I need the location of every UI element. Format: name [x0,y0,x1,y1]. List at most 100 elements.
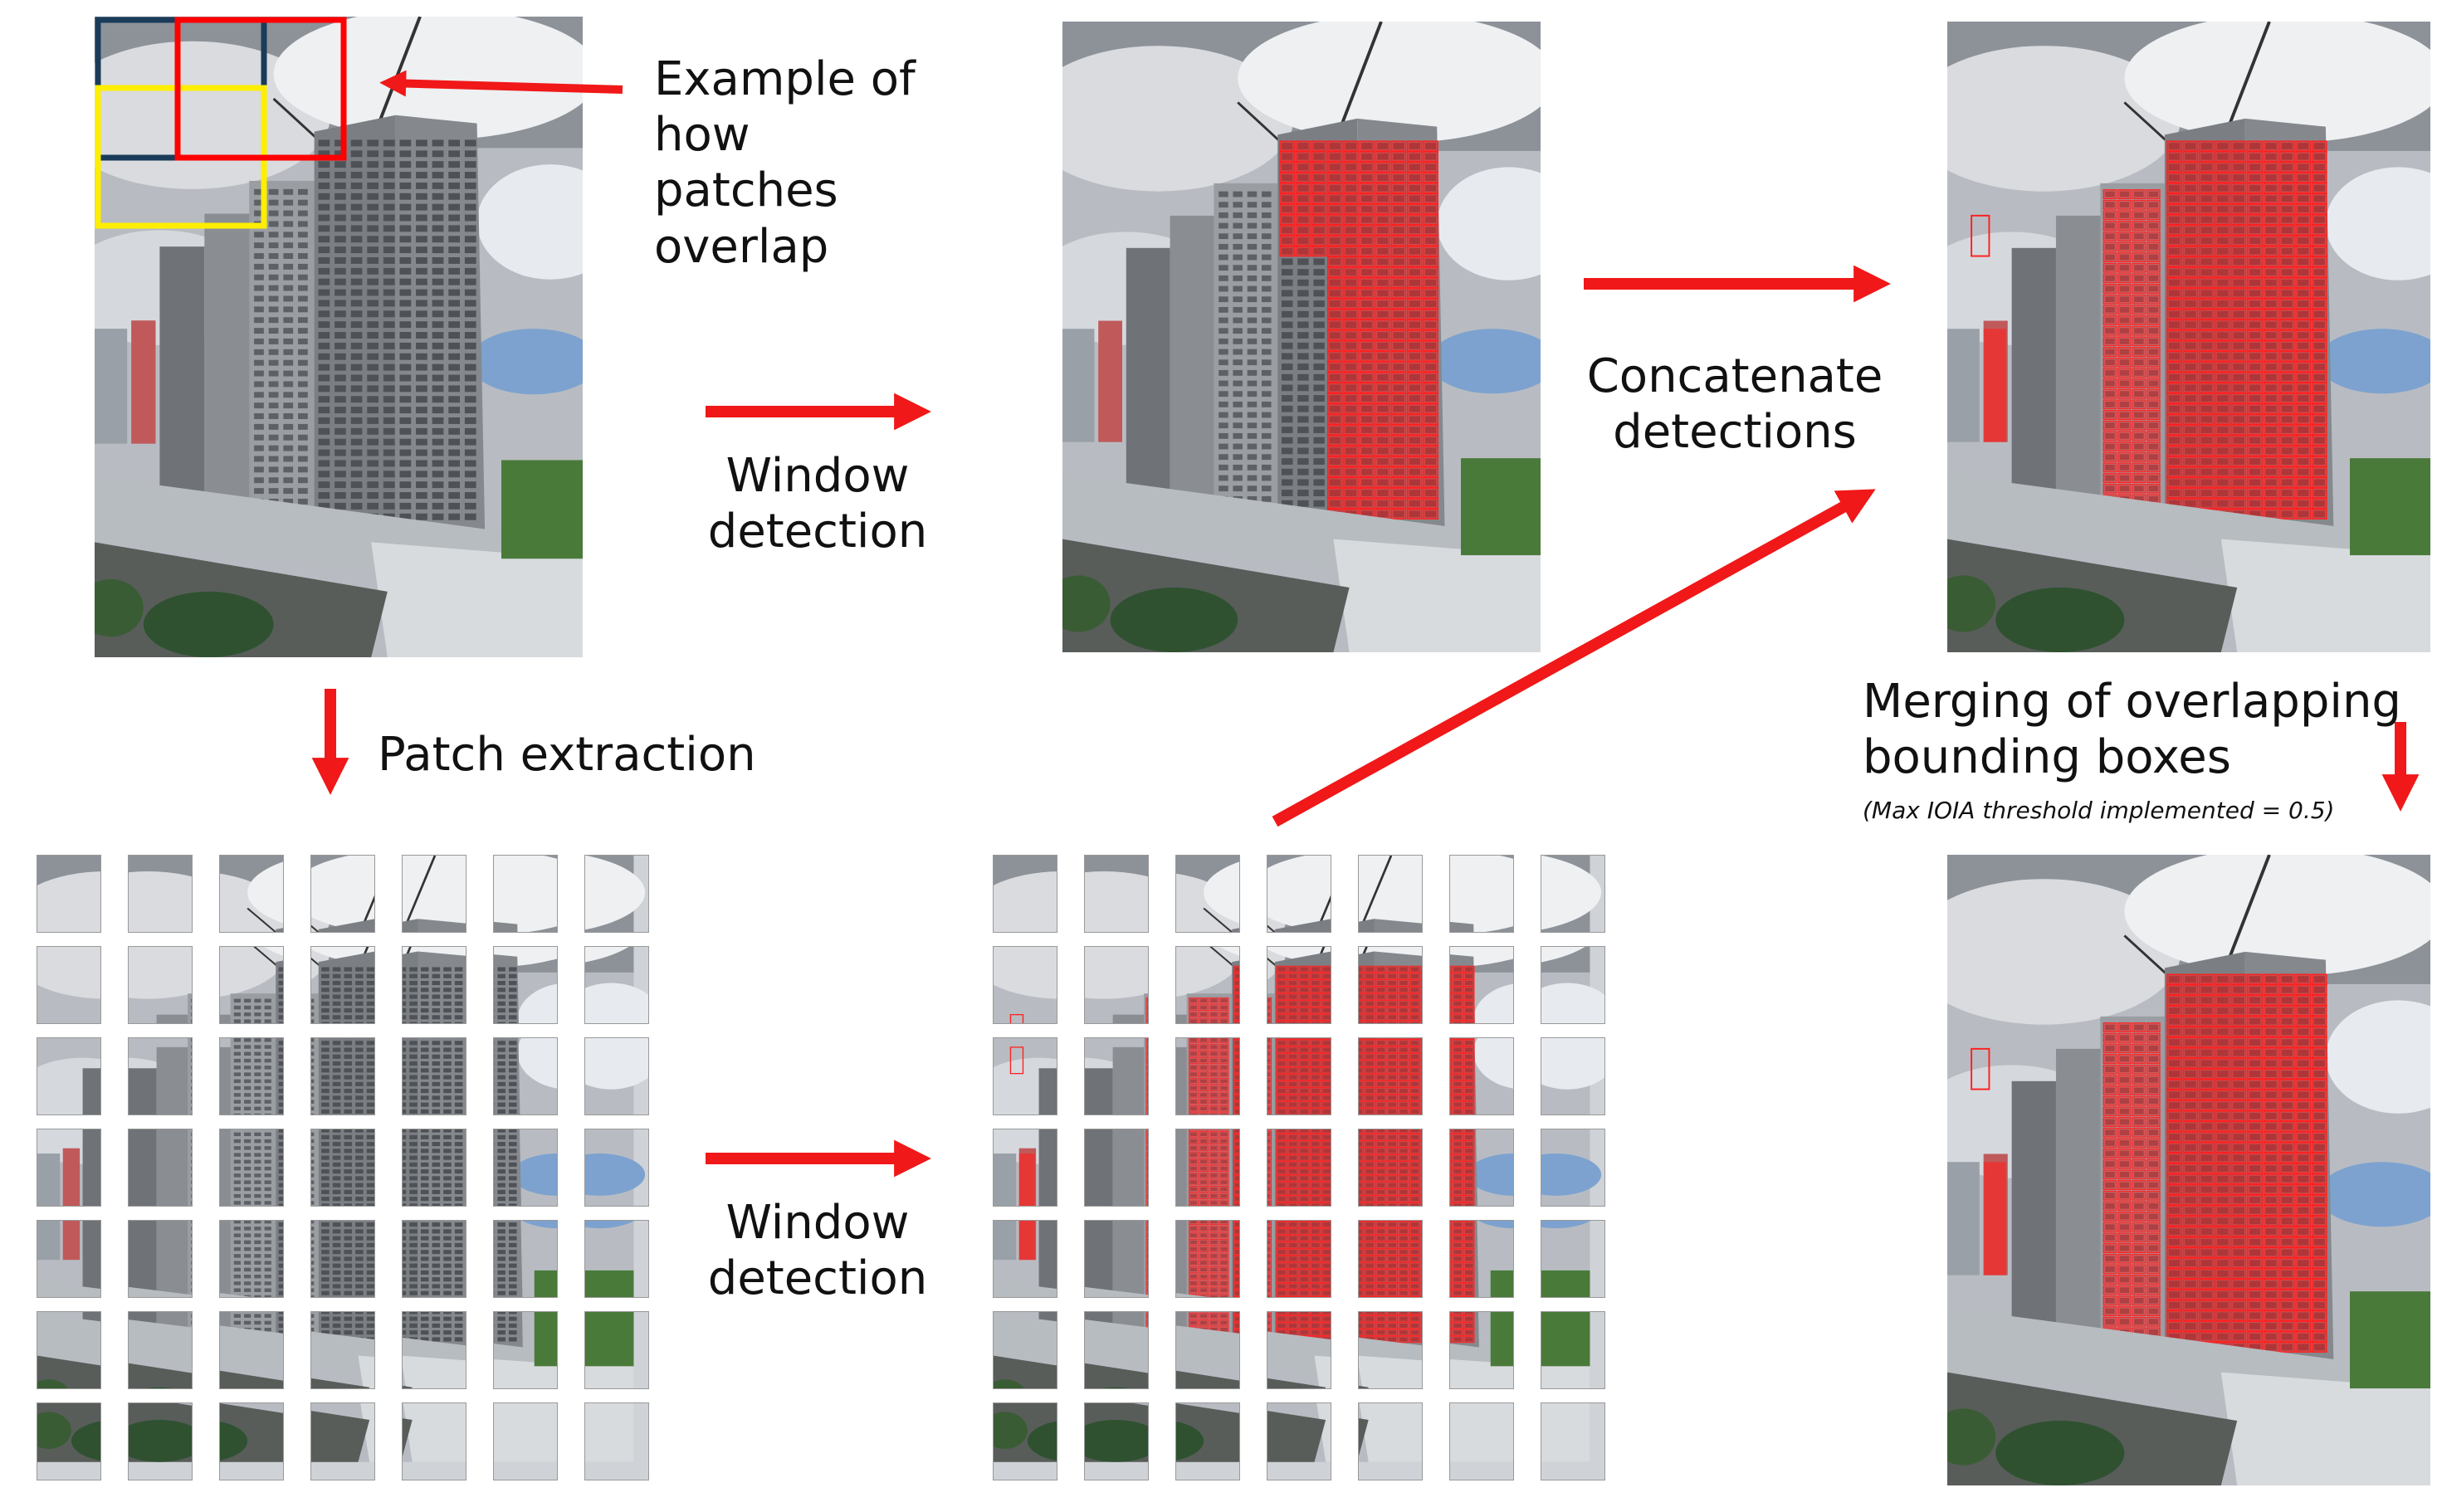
patch-tile [128,1037,193,1115]
patch-tile [128,1311,193,1389]
detected-patch-tile [1175,1037,1240,1115]
detected-patch-tile [1084,1220,1149,1298]
detected-patch-tile [1084,1037,1149,1115]
patch-tile [310,1129,375,1207]
detected-patch-tile [1084,1402,1149,1480]
merged-image [1947,855,2430,1485]
detected-patch-tile [1175,855,1240,933]
detected-patch-tile [1267,946,1331,1024]
patch-tile [219,1037,284,1115]
window-detection-label-bottom: Window detection [697,1195,938,1306]
detected-patch-tile [1358,946,1423,1024]
patch-tile [128,1402,193,1480]
patch-tile [310,1220,375,1298]
patch-tile [402,946,466,1024]
patch-tile [37,855,101,933]
patch-tile [402,855,466,933]
patch-tile [584,1037,649,1115]
detected-patch-tile [1175,1220,1240,1298]
patch-tile [493,1402,558,1480]
patch-tile [219,1129,284,1207]
detected-patch-tile [1449,1402,1514,1480]
detected-patch-tile [1541,1402,1605,1480]
patch-tile [402,1402,466,1480]
patch-tile [219,946,284,1024]
patch-tile [128,946,193,1024]
patch-tile [128,1129,193,1207]
detected-patch-tile [1267,1129,1331,1207]
detected-patch-tile [1541,855,1605,933]
detected-patch-tile [1267,855,1331,933]
patch-tile [584,855,649,933]
detected-patch-tile [993,1037,1057,1115]
detected-patch-tile [993,1220,1057,1298]
patch-tile [310,1037,375,1115]
patch-overlap-boxes [95,17,583,657]
patch-tile [402,1220,466,1298]
patch-tile [310,946,375,1024]
detected-patch-tile [1084,1129,1149,1207]
detected-patch-tile [1175,1129,1240,1207]
patch-tile [493,946,558,1024]
patch-tile [584,946,649,1024]
patch-tile [219,1220,284,1298]
detected-patch-tile [1541,1220,1605,1298]
patch-tile [37,1129,101,1207]
detected-full-image [1062,22,1541,652]
detected-patch-tile [1541,1129,1605,1207]
detected-patch-tile [1358,1129,1423,1207]
patch-tile [493,855,558,933]
detected-patch-tile [1358,1402,1423,1480]
detected-patch-tile [993,1311,1057,1389]
detected-patch-tile [993,946,1057,1024]
merging-label: Merging of overlapping bounding boxes [1863,674,2401,785]
detected-patch-tile [1541,1311,1605,1389]
patch-tile [584,1220,649,1298]
patch-tile [219,1402,284,1480]
window-detection-label-top: Window detection [697,448,938,559]
patch-tile [493,1129,558,1207]
detected-patch-tile [1084,1311,1149,1389]
patch-tile [37,1037,101,1115]
detected-patch-tile [1541,946,1605,1024]
patch-tile [402,1129,466,1207]
patch-tile [493,1037,558,1115]
detected-patch-tile [1449,1220,1514,1298]
detected-patch-tile [1541,1037,1605,1115]
patch-tile [584,1311,649,1389]
detected-patch-tile [1084,946,1149,1024]
patch-tile [402,1311,466,1389]
patch-tile [219,1311,284,1389]
detected-patch-tile [1449,1129,1514,1207]
patch-tile [219,855,284,933]
threshold-note: (Max IOIA threshold implemented = 0.5) [1863,797,2334,825]
detected-patch-tile [993,855,1057,933]
detected-patch-tile [1358,1037,1423,1115]
patch-tile [310,1402,375,1480]
detected-patch-tile [1175,1402,1240,1480]
patch-tile [310,1311,375,1389]
patch-tile [128,1220,193,1298]
example-label: Example of how patches overlap [654,51,916,275]
detected-patch-tile [1449,1311,1514,1389]
patch-tile [128,855,193,933]
detected-patch-grid [981,855,1620,1494]
patch-tile [584,1129,649,1207]
detected-patch-tile [1358,1311,1423,1389]
detected-patch-tile [1449,1037,1514,1115]
concatenated-image [1947,22,2430,652]
detected-patch-tile [1267,1402,1331,1480]
detected-patch-tile [1175,946,1240,1024]
detected-patch-tile [993,1129,1057,1207]
detected-patch-tile [1084,855,1149,933]
patch-tile [584,1402,649,1480]
detected-patch-tile [993,1402,1057,1480]
detected-patch-tile [1358,855,1423,933]
patch-tile [402,1037,466,1115]
patch-extraction-label: Patch extraction [378,727,756,783]
patch-tile [37,1311,101,1389]
original-image [95,17,583,657]
detected-patch-tile [1267,1220,1331,1298]
detected-patch-tile [1449,946,1514,1024]
